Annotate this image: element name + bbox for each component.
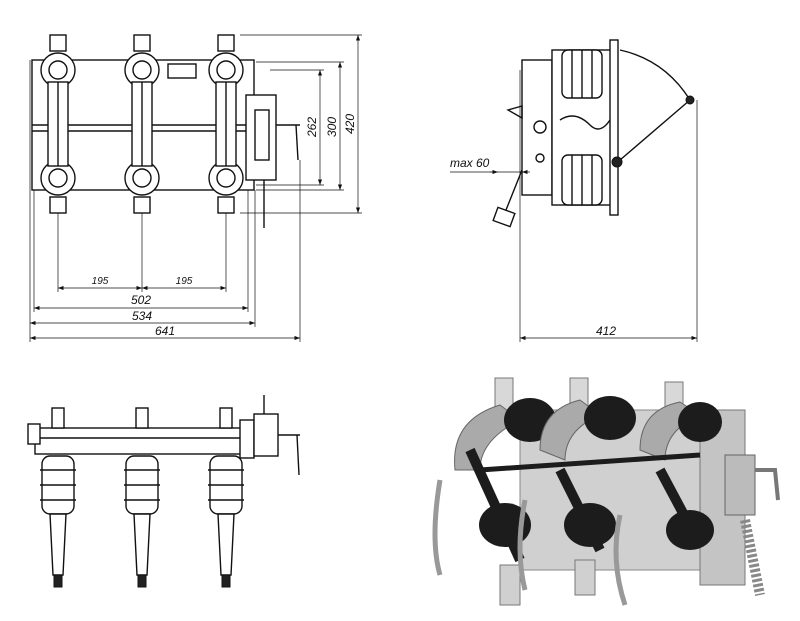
photo-pole-1 bbox=[432, 377, 556, 606]
side-view: max 60 412 bbox=[450, 39, 698, 342]
plan-pole-3 bbox=[208, 407, 244, 588]
photo-pole-3 bbox=[613, 381, 722, 606]
dim-195-right: 195 bbox=[176, 276, 193, 287]
side-insulator-top bbox=[561, 49, 603, 99]
photo-drive-mechanism bbox=[724, 454, 780, 596]
plan-pole-1 bbox=[40, 407, 76, 588]
dim-641: 641 bbox=[155, 324, 175, 338]
dim-300: 300 bbox=[325, 117, 339, 137]
plan-pole-2 bbox=[124, 407, 160, 588]
front-drive-mechanism bbox=[245, 94, 300, 228]
dim-534: 534 bbox=[132, 309, 152, 323]
dim-195-left: 195 bbox=[92, 276, 109, 287]
front-pole-2 bbox=[124, 34, 160, 214]
photo-pole-2 bbox=[517, 377, 636, 596]
max-60-label: max 60 bbox=[450, 156, 490, 170]
dim-502: 502 bbox=[131, 293, 151, 307]
side-insulator-bottom bbox=[561, 154, 603, 206]
dim-412: 412 bbox=[596, 324, 616, 338]
dim-262: 262 bbox=[305, 117, 319, 138]
front-pole-3 bbox=[208, 34, 244, 214]
dim-420: 420 bbox=[343, 114, 357, 134]
front-view: 195 195 502 534 641 262 300 420 bbox=[29, 34, 362, 342]
front-pole-1 bbox=[40, 34, 76, 214]
product-photo bbox=[432, 377, 780, 606]
plan-view bbox=[27, 395, 300, 588]
